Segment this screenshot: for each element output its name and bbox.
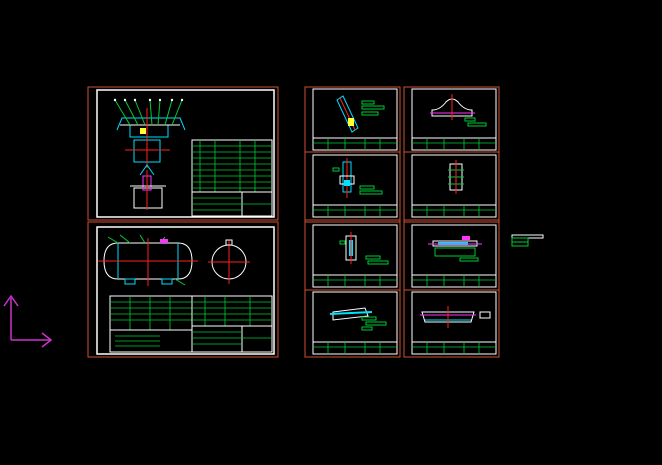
part-sheet-7[interactable] (304, 289, 401, 358)
support-plate-part (339, 232, 389, 265)
assembly-sheet-1[interactable] (87, 86, 279, 221)
vessel-assembly-detail (113, 98, 186, 210)
flange-part (448, 160, 464, 194)
title-block (411, 137, 497, 151)
part-sheet-8[interactable] (403, 289, 500, 358)
specification-tables (109, 295, 273, 353)
assembly-sheet-2[interactable] (87, 221, 279, 358)
saddle-part (430, 94, 487, 127)
beam-part (420, 306, 491, 328)
part-sheet-6[interactable] (403, 221, 500, 291)
title-block (411, 204, 497, 218)
title-block (411, 274, 497, 288)
part-sheet-4[interactable] (403, 151, 500, 221)
detached-table[interactable] (511, 234, 544, 247)
part-sheet-2[interactable] (403, 86, 500, 153)
part-sheet-5[interactable] (304, 221, 401, 291)
bracket-part (336, 95, 385, 133)
nozzle-part (332, 158, 383, 198)
base-plate-part (428, 236, 482, 262)
rib-part (329, 307, 387, 331)
tank-general-arrangement (98, 234, 250, 286)
title-block (312, 341, 398, 355)
parts-list-table (191, 139, 273, 217)
part-sheet-3[interactable] (304, 151, 401, 221)
part-sheet-1[interactable] (304, 86, 401, 153)
title-block (411, 341, 497, 355)
ucs-axis-icon (3, 294, 53, 348)
title-block (312, 204, 398, 218)
title-block (312, 274, 398, 288)
title-block (312, 137, 398, 151)
